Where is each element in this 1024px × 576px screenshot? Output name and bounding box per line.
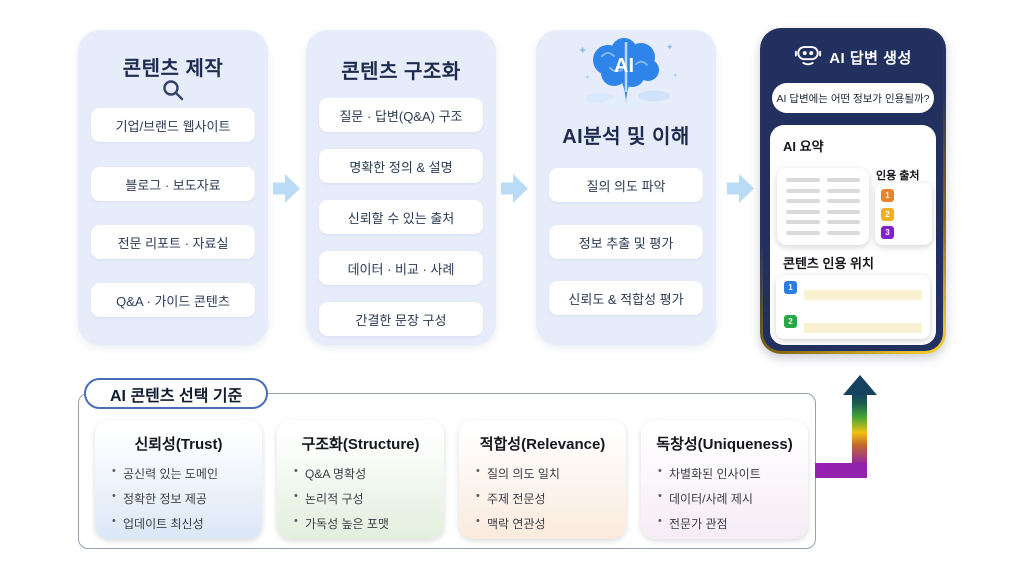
criteria-title: 적합성(Relevance) — [479, 436, 606, 453]
criteria-panel-label: AI 콘텐츠 선택 기준 — [84, 378, 269, 409]
card-title: AI 답변 생성 — [829, 50, 912, 67]
pipeline-card-content-creation: 콘텐츠 제작 기업/브랜드 웹사이트 블로그 · 보도자료 전문 리포트 · 자… — [78, 30, 268, 345]
analysis-item: 질의 의도 파악 — [549, 168, 703, 202]
criteria-bullet: 질의 의도 일치 — [476, 465, 626, 482]
card-title: 콘텐츠 제작 — [122, 58, 224, 80]
content-source-item: 기업/브랜드 웹사이트 — [91, 108, 255, 142]
structuring-item: 명확한 정의 & 설명 — [319, 149, 483, 183]
structuring-item: 신뢰할 수 있는 출처 — [319, 200, 483, 234]
criteria-bullet: Q&A 명확성 — [294, 465, 444, 482]
citation-row: 2 — [881, 207, 926, 221]
criteria-bullet: 가독성 높은 포맷 — [294, 515, 444, 532]
content-marker-badge: 2 — [784, 314, 797, 328]
citation-badge: 2 — [881, 207, 894, 221]
criteria-bullet: 차별화된 인사이트 — [658, 465, 808, 482]
ai-answer-card: AI 답변 생성 AI 답변에는 어떤 정보가 인용될까? AI 요약 인용 출… — [763, 31, 943, 351]
criteria-bullet: 주제 전문성 — [476, 490, 626, 507]
pipeline-card-content-structuring: 콘텐츠 구조화 질문 · 답변(Q&A) 구조 명확한 정의 & 설명 신뢰할 … — [306, 30, 496, 345]
highlighted-citation-block — [804, 289, 922, 300]
criteria-title: 신뢰성(Trust) — [134, 436, 223, 453]
citation-row: 1 — [881, 189, 926, 202]
flow-arrow-icon — [501, 174, 528, 208]
ai-answer-preview-panel: AI 요약 인용 출처 1 2 3 — [770, 125, 936, 345]
criteria-bullet: 정확한 정보 제공 — [112, 490, 262, 507]
structuring-item: 질문 · 답변(Q&A) 구조 — [319, 98, 483, 132]
criteria-bullet: 전문가 관점 — [658, 515, 808, 532]
criteria-card-relevance: 적합성(Relevance) 질의 의도 일치 주제 전문성 맥락 연관성 — [459, 420, 626, 539]
pipeline-card-ai-answer: AI 답변 생성 AI 답변에는 어떤 정보가 인용될까? AI 요약 인용 출… — [760, 28, 946, 354]
criteria-title: 독창성(Uniqueness) — [656, 436, 793, 453]
criteria-bullet: 논리적 구성 — [294, 490, 444, 507]
ai-brain-icon: AI ✦ ✦ ✦ ✦ — [536, 34, 716, 110]
content-source-item: 블로그 · 보도자료 — [91, 167, 255, 201]
criteria-bullet: 맥락 연관성 — [476, 515, 626, 532]
ai-summary-document — [777, 168, 869, 245]
feedback-arrow-vertical — [852, 393, 867, 465]
content-marker-badge: 1 — [784, 281, 797, 294]
citation-sources-label: 인용 출처 — [876, 170, 920, 182]
highlighted-citation-block — [804, 323, 922, 333]
content-citation-position-label: 콘텐츠 인용 위치 — [783, 256, 874, 271]
criteria-card-uniqueness: 독창성(Uniqueness) 차별화된 인사이트 데이터/사례 제시 전문가 … — [641, 420, 808, 539]
content-source-item: 전문 리포트 · 자료실 — [91, 225, 255, 259]
criteria-card-structure: 구조화(Structure) Q&A 명확성 논리적 구성 가독성 높은 포맷 — [277, 420, 444, 539]
feedback-arrow-head-icon — [843, 375, 877, 395]
ai-question-bubble: AI 답변에는 어떤 정보가 인용될까? — [772, 83, 934, 113]
svg-text:✦: ✦ — [672, 71, 679, 80]
citation-badge: 1 — [881, 189, 894, 202]
criteria-bullet: 업데이트 최신성 — [112, 515, 262, 532]
criteria-bullet: 공신력 있는 도메인 — [112, 465, 262, 482]
flow-arrow-icon — [273, 174, 300, 208]
svg-text:✦: ✦ — [666, 42, 674, 52]
criteria-title: 구조화(Structure) — [301, 436, 420, 453]
flow-arrow-icon — [727, 174, 754, 208]
citation-badge: 3 — [881, 226, 894, 239]
structuring-item: 간결한 문장 구성 — [319, 302, 483, 336]
card-title: 콘텐츠 구조화 — [341, 61, 461, 83]
analysis-item: 정보 추출 및 평가 — [549, 225, 703, 259]
criteria-bullet: 데이터/사례 제시 — [658, 490, 808, 507]
criteria-card-trust: 신뢰성(Trust) 공신력 있는 도메인 정확한 정보 제공 업데이트 최신성 — [95, 420, 262, 539]
svg-text:✦: ✦ — [584, 73, 591, 82]
ai-answer-header: AI 답변 생성 — [763, 44, 943, 71]
magnifier-icon — [78, 78, 268, 102]
ai-summary-label: AI 요약 — [783, 139, 824, 154]
content-source-item: Q&A · 가이드 콘텐츠 — [91, 283, 255, 317]
card-title: AI분석 및 이해 — [562, 126, 690, 148]
svg-text:AI: AI — [614, 55, 634, 77]
svg-text:✦: ✦ — [578, 45, 587, 57]
cited-content-entry: 1 — [784, 281, 922, 300]
analysis-item: 신뢰도 & 적합성 평가 — [549, 281, 703, 315]
robot-icon — [794, 44, 822, 71]
citation-sources-card: 1 2 3 — [875, 183, 932, 245]
pipeline-card-ai-analysis: AI ✦ ✦ ✦ ✦ AI분석 및 이해 질의 의도 파악 정보 추출 및 평가… — [536, 30, 716, 345]
cited-content-entry: 2 — [784, 314, 922, 333]
structuring-item: 데이터 · 비교 · 사례 — [319, 251, 483, 285]
citation-row: 3 — [881, 226, 926, 239]
feedback-arrow-horizontal — [815, 463, 867, 478]
content-citation-card: 1 2 — [776, 275, 930, 339]
